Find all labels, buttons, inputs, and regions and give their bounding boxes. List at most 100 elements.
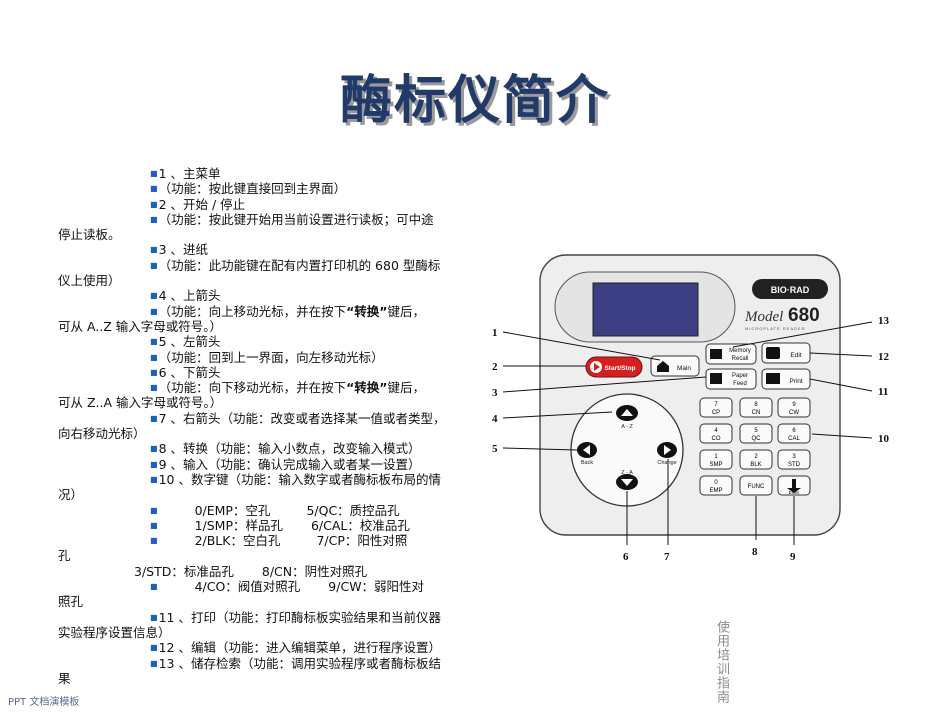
memory-recall-button[interactable]: Memory Recall [705, 343, 757, 365]
feed-label: Feed [733, 381, 747, 387]
key-9-label: CW [789, 410, 799, 416]
list-item: 可从 Z..A 输入字母或符号。） [58, 395, 223, 411]
key-2-num: 2 [754, 454, 758, 460]
key-7-num: 7 [714, 402, 718, 408]
callout-numbers: 1 2 3 4 5 6 7 8 9 10 11 12 13 [492, 315, 890, 563]
callout-6: 6 [623, 551, 629, 563]
list-item: ■12 、编辑（功能：进入编辑菜单，进行程序设置） [150, 640, 441, 656]
callout-3: 3 [492, 387, 498, 399]
list-item: 仪上使用） [58, 273, 121, 289]
main-button[interactable]: Main [650, 355, 700, 377]
list-item: ■8 、转换（功能：输入小数点，改变输入模式） [150, 441, 421, 457]
start-stop-button[interactable]: Start/Stop [585, 356, 643, 378]
key-5-label: QC [752, 436, 762, 442]
key-0-num: 0 [714, 480, 718, 486]
brand-text: BIO·RAD [771, 285, 810, 295]
arrow-right-icon [664, 445, 671, 455]
callout-13: 13 [878, 315, 890, 327]
key-4-label: CO [712, 436, 721, 442]
start-stop-label: Start/Stop [604, 365, 635, 372]
paper-icon [710, 373, 722, 384]
list-item: ■（功能：按此键直接回到主界面） [150, 181, 347, 197]
key-1-label: SMP [709, 462, 722, 468]
list-item: ■（功能：回到上一界面，向左移动光标） [150, 349, 384, 365]
list-item: ■1 、主菜单 [150, 166, 221, 181]
callout-2: 2 [492, 361, 498, 373]
up-arrow-button[interactable]: A - Z [616, 405, 638, 430]
key-5[interactable]: 5QC [739, 423, 773, 444]
side-caption: 使用培训指南 [714, 620, 729, 704]
callout-1: 1 [492, 327, 498, 339]
key-6-label: CAL [788, 436, 800, 442]
recall-label: Recall [732, 356, 749, 362]
printer-icon [766, 373, 780, 384]
up-label: A - Z [621, 424, 633, 430]
key-5-num: 5 [754, 428, 758, 434]
list-item: 可从 A..Z 输入字母或符号。） [58, 318, 223, 334]
key-4[interactable]: 4CO [699, 423, 733, 444]
down-label: Z - A [621, 470, 633, 476]
list-item: ■9 、输入（功能：确认完成输入或者某一设置） [150, 456, 421, 472]
change-label: Change [657, 460, 676, 466]
brand-logo [752, 279, 828, 299]
enter-button[interactable]: Enter [777, 475, 811, 496]
paper-feed-button[interactable]: Paper Feed [705, 368, 757, 390]
description-text: ■1 、主菜单 ■（功能：按此键直接回到主界面） ■2 、开始 / 停止 ■（功… [58, 166, 458, 686]
list-item: 向右移动光标） [58, 426, 146, 442]
arrow-left-icon [583, 445, 590, 455]
list-item: ■2 、开始 / 停止 [150, 196, 246, 212]
enter-label: Enter [789, 490, 800, 495]
home-icon [657, 361, 669, 372]
down-arrow-button[interactable]: Z - A [616, 470, 638, 490]
list-item: ■3 、进纸 [150, 242, 208, 258]
arrow-up-icon [621, 409, 633, 416]
print-button[interactable]: Print [761, 368, 811, 390]
func-button[interactable]: FUNC [739, 475, 773, 496]
list-item: ■13 、储存检索（功能：调用实验程序或者酶标板结 [150, 655, 441, 671]
key-8-num: 8 [754, 402, 758, 408]
callout-8: 8 [752, 546, 758, 558]
edit-label: Edit [790, 352, 801, 359]
left-arrow-button[interactable]: Back [577, 442, 597, 466]
list-item: ■（功能：按此键开始用当前设置进行读板；可中途 [150, 211, 434, 227]
key-9[interactable]: 9CW [777, 397, 811, 418]
list-item: 停止读板。 [58, 227, 121, 243]
list-item: 实验程序设置信息） [58, 624, 171, 640]
key-8[interactable]: 8CN [739, 397, 773, 418]
list-item: ■（功能：向下移动光标，并在按下“转换”键后， [150, 380, 426, 396]
callout-11: 11 [878, 386, 888, 398]
memory-label: Memory [729, 348, 751, 354]
keypad-diagram: BIO·RAD Model 680 MICROPLATE READER Star… [492, 254, 890, 563]
main-label: Main [677, 365, 691, 372]
key-3-num: 3 [792, 454, 796, 460]
key-7-label: CP [712, 410, 720, 416]
func-label: FUNC [748, 484, 765, 490]
model-number: 680 [788, 305, 820, 326]
enter-icon [787, 479, 801, 493]
key-1-num: 1 [714, 454, 718, 460]
key-3-label: STD [788, 462, 801, 468]
key-2-label: BLK [750, 462, 761, 468]
right-arrow-button[interactable]: Change [657, 442, 677, 466]
print-label: Print [789, 378, 803, 385]
edit-button[interactable]: Edit [761, 342, 811, 364]
list-item: ■5 、左箭头 [150, 334, 221, 350]
list-item: 照孔 [58, 594, 84, 610]
callout-5: 5 [492, 443, 498, 455]
folder-icon [710, 349, 722, 359]
list-item: ■10 、数字键（功能：输入数字或者酶标板布局的情 [150, 471, 441, 487]
display-screen [592, 282, 699, 337]
list-item: 孔 [58, 548, 71, 564]
key-7[interactable]: 7CP [699, 397, 733, 418]
callout-lines [502, 321, 873, 545]
